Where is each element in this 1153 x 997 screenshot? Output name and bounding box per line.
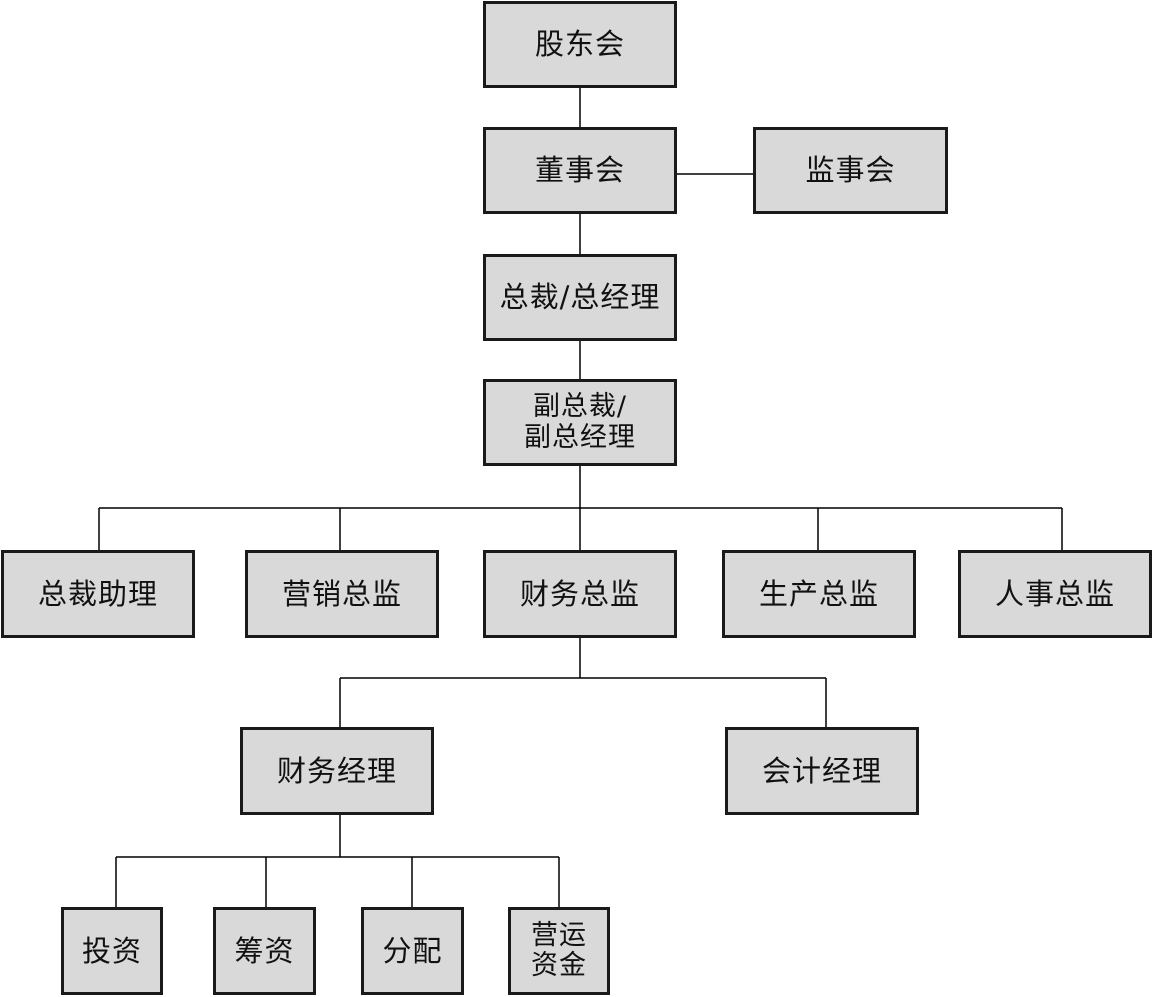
node-vp: 副总裁/ 副总经理: [483, 379, 677, 466]
node-ceo: 总裁/总经理: [483, 254, 677, 341]
node-hr-director: 人事总监: [958, 550, 1152, 638]
node-shareholders: 股东会: [483, 1, 677, 88]
node-finance-director: 财务总监: [483, 550, 677, 638]
node-ceo-assistant: 总裁助理: [1, 550, 195, 638]
node-accounting-manager: 会计经理: [725, 727, 919, 815]
node-investment: 投资: [61, 907, 163, 995]
node-financing: 筹资: [213, 907, 316, 995]
node-production-director: 生产总监: [722, 550, 916, 638]
node-supervisors: 监事会: [753, 127, 948, 214]
node-distribution: 分配: [361, 907, 464, 995]
node-finance-manager: 财务经理: [240, 727, 434, 815]
node-marketing-director: 营销总监: [245, 550, 439, 638]
node-operating-funds: 营运 资金: [508, 907, 610, 995]
node-board: 董事会: [483, 127, 677, 214]
